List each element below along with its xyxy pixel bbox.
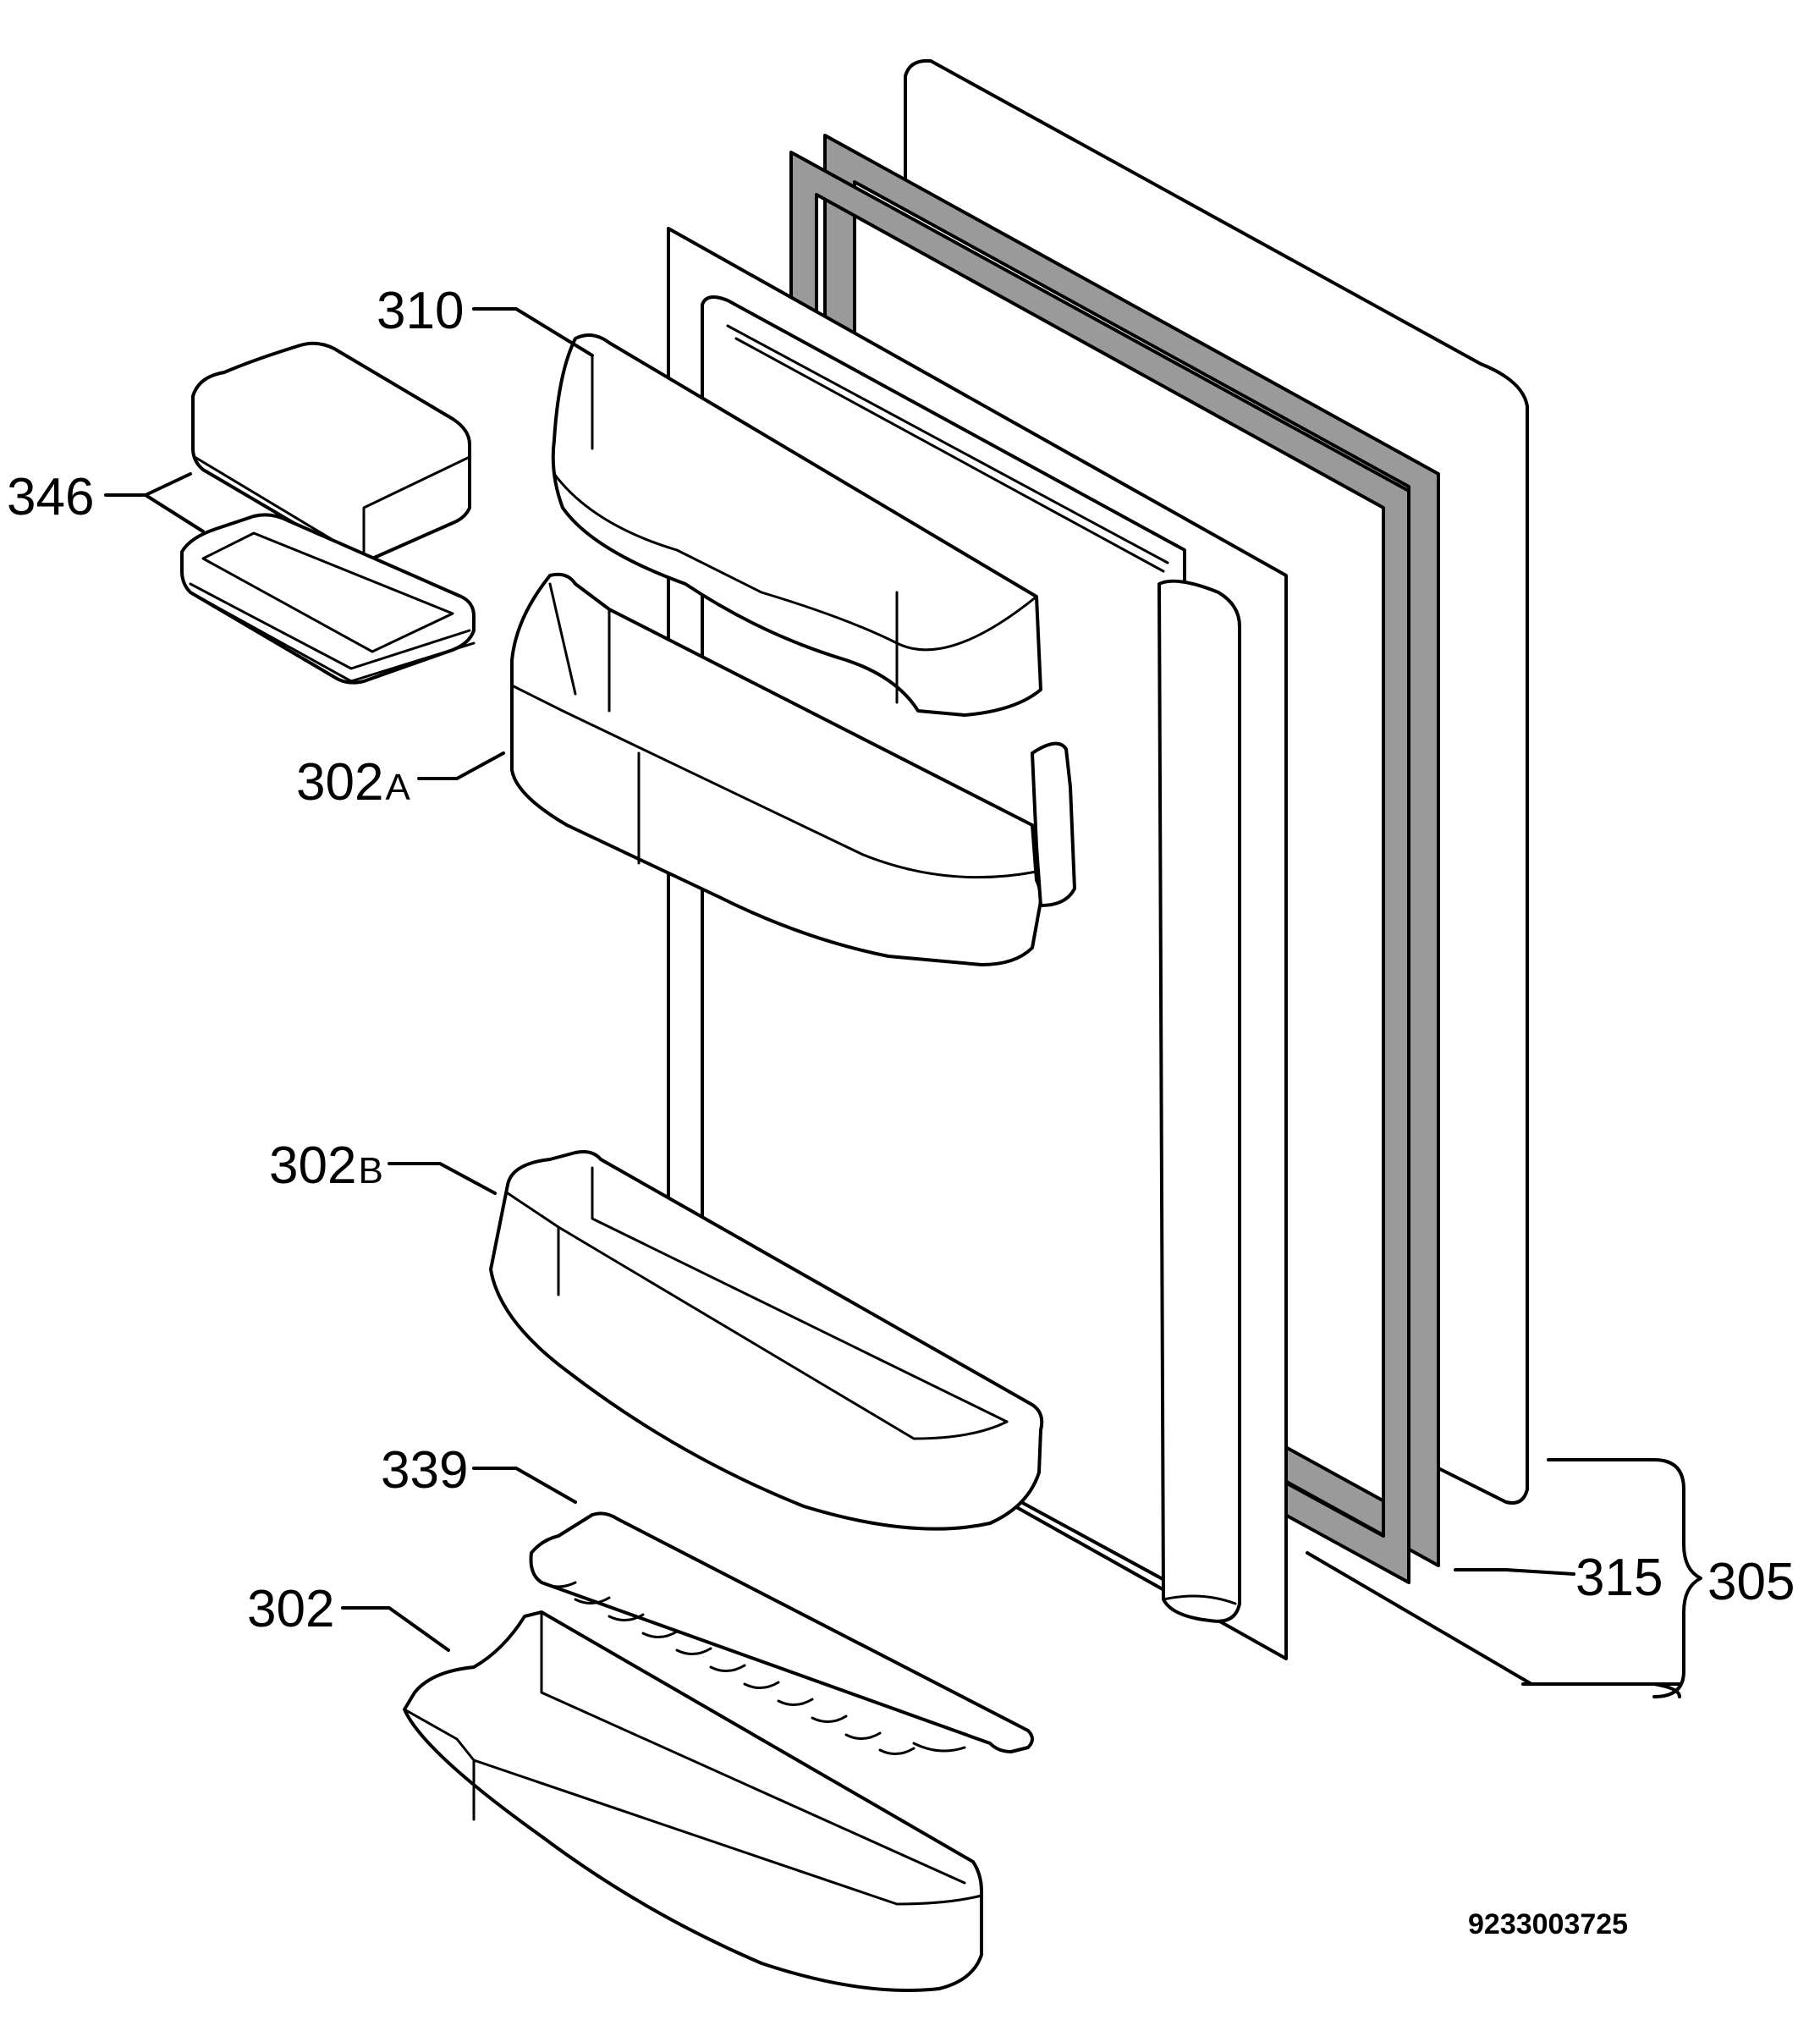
part-302-bottom-shelf	[403, 1610, 983, 1992]
label-302a-suffix: A	[385, 767, 410, 808]
label-302: 302	[247, 1580, 334, 1638]
label-310: 310	[377, 282, 464, 340]
label-302b: 302B	[269, 1137, 383, 1195]
label-302b-suffix: B	[358, 1150, 382, 1192]
part-346-butter-dish	[180, 341, 476, 685]
label-315: 315	[1575, 1549, 1663, 1607]
label-302a: 302A	[296, 753, 410, 812]
part-339-ribbed-rack	[529, 1511, 1034, 1755]
label-339: 339	[381, 1441, 468, 1500]
label-302b-number: 302	[269, 1137, 356, 1195]
label-302a-number: 302	[296, 753, 383, 812]
leader-lines	[104, 307, 1702, 1698]
part-302b-middle-shelf	[489, 1150, 1044, 1531]
outer-door-panel	[904, 58, 1529, 1505]
drawing-code: 9233003725	[1468, 1908, 1628, 1940]
label-346: 346	[7, 468, 94, 526]
part-310-dairy-flap	[551, 333, 1042, 717]
label-305: 305	[1707, 1553, 1795, 1611]
part-302a-upper-shelf	[510, 572, 1076, 966]
